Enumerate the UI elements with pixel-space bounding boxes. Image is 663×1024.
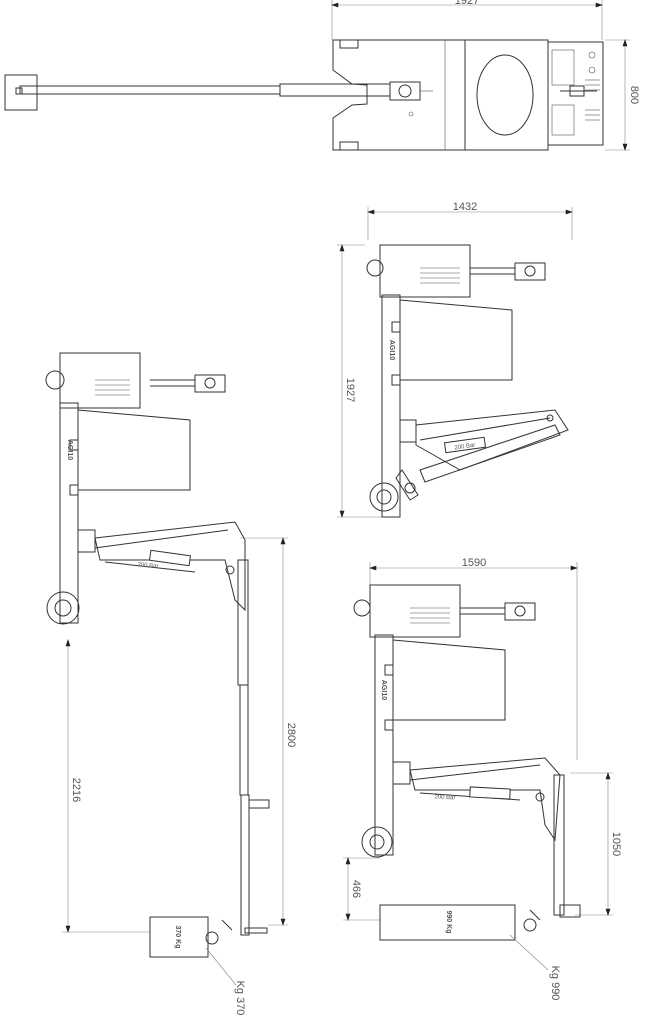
svg-text:AGI10: AGI10	[380, 680, 387, 700]
max-load-width-label: 1590	[462, 557, 486, 569]
max-load-lower-label: 466	[350, 880, 362, 898]
max-load-load-label: Kg 990	[549, 966, 561, 1001]
max-reach-load-label: Kg 370	[234, 981, 246, 1016]
top-view: 1927 800	[4, 0, 640, 151]
svg-text:AGI10: AGI10	[388, 340, 395, 360]
top-view-depth-label: 800	[628, 86, 640, 104]
svg-text:AGI10: AGI10	[66, 440, 73, 460]
folded-view: 1432 1927 AGI10 200	[337, 201, 573, 518]
folded-height-label: 1927	[344, 378, 356, 402]
folded-pressure-label: 200 Bar	[454, 443, 476, 452]
max-reach-view: 2216 2800 AGI10	[45, 352, 297, 1016]
svg-text:370 Kg: 370 Kg	[174, 926, 181, 949]
folded-width-label: 1432	[453, 201, 477, 213]
max-load-view: 1590 466 1050 AGI10	[343, 557, 622, 1000]
max-load-pressure-label: 200 Bar	[434, 794, 455, 801]
max-reach-reach-label: 2800	[285, 723, 297, 747]
max-load-hook-label: 1050	[610, 832, 622, 856]
max-reach-pressure-label: 200 Bar	[137, 562, 158, 570]
svg-text:990 Kg: 990 Kg	[445, 911, 452, 934]
max-reach-height-label: 2216	[70, 778, 82, 802]
top-view-width-label: 1927	[455, 0, 479, 7]
